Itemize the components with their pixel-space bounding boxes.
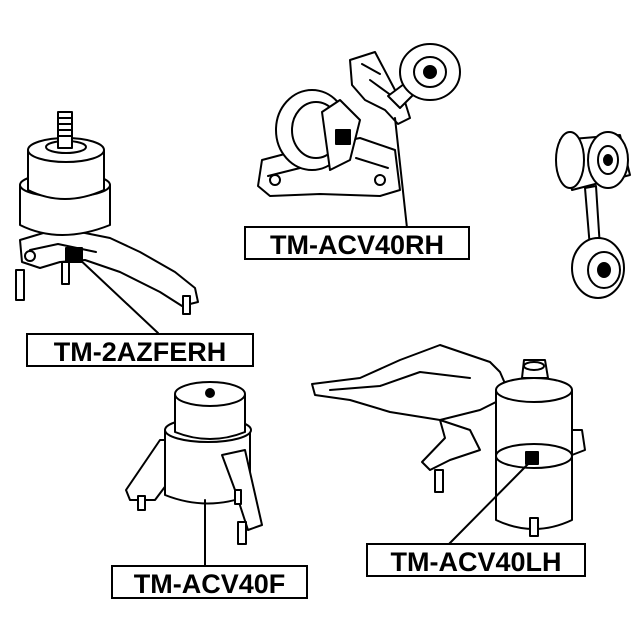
leader-2azferh xyxy=(75,255,159,334)
mount-acv40rh-drawing xyxy=(257,43,461,197)
mount-2azferh-drawing xyxy=(15,111,199,315)
leader-acv40rh xyxy=(394,117,408,229)
callout-tm-acv40f: TM-ACV40F xyxy=(111,565,308,599)
leader-lines xyxy=(75,117,533,566)
leader-acv40lh xyxy=(447,459,533,546)
callout-tm-acv40lh: TM-ACV40LH xyxy=(366,543,586,577)
mount-acv40lh-drawing xyxy=(311,344,586,537)
callout-tm-2azferh: TM-2AZFERH xyxy=(26,333,254,367)
mount-acv40f-drawing xyxy=(125,381,263,545)
link-rod-drawing xyxy=(555,131,631,299)
callout-tm-acv40rh: TM-ACV40RH xyxy=(244,226,470,260)
